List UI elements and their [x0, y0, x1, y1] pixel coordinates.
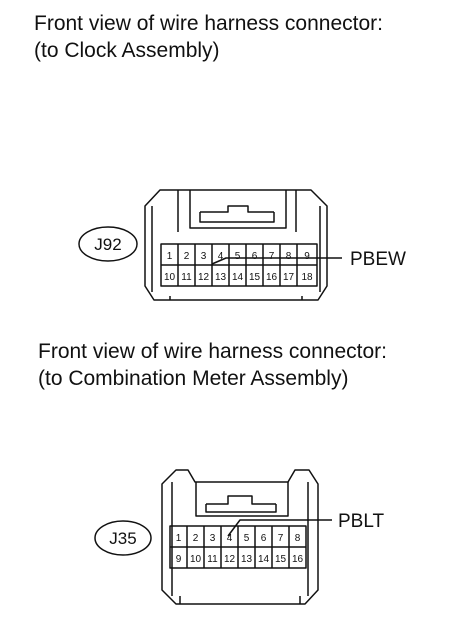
pin-label: 16 [266, 272, 278, 283]
pin-label: 4 [218, 251, 224, 262]
pin-label: 14 [258, 554, 270, 565]
pin-label: 6 [261, 533, 267, 544]
heading-line-1: Front view of wire harness connector: [38, 340, 387, 363]
pin-label: 13 [241, 554, 253, 565]
signal-label-pblt: PBLT [338, 511, 385, 532]
pin-label: 5 [235, 251, 241, 262]
pin-label: 14 [232, 272, 244, 283]
pin-label: 8 [286, 251, 292, 262]
pin-label: 7 [269, 251, 275, 262]
connector-id-j92: J92 [94, 235, 121, 254]
pin-label: 9 [176, 554, 182, 565]
signal-label-pbew: PBEW [350, 249, 406, 270]
pin-label: 8 [295, 533, 301, 544]
pin-label: 16 [292, 554, 304, 565]
pin-label: 3 [201, 251, 207, 262]
connector-j92-housing [144, 189, 328, 301]
pin-label: 2 [193, 533, 199, 544]
connector-heading-clock: Front view of wire harness connector: (t… [34, 10, 383, 64]
pbew-leader-line [211, 257, 342, 265]
pin-label: 6 [252, 251, 258, 262]
pin-label: 10 [190, 554, 202, 565]
heading-line-2: (to Combination Meter Assembly) [38, 367, 349, 390]
pin-label: 12 [198, 272, 210, 283]
connector-j35-housing [161, 469, 319, 605]
pin-label: 18 [301, 272, 313, 283]
pin-label: 15 [249, 272, 261, 283]
pin-label: 10 [164, 272, 176, 283]
pin-label: 9 [304, 251, 310, 262]
pin-label: 5 [244, 533, 250, 544]
pin-label: 4 [227, 533, 233, 544]
connector-j92-pin-labels: 1 2 3 4 5 6 7 8 9 10 11 12 13 14 15 16 1… [164, 251, 313, 283]
pin-label: 1 [167, 251, 173, 262]
pin-label: 11 [181, 272, 192, 283]
pin-label: 13 [215, 272, 227, 283]
pblt-leader-line [227, 519, 332, 537]
pin-label: 2 [184, 251, 190, 262]
pin-label: 7 [278, 533, 284, 544]
pin-label: 1 [176, 533, 182, 544]
pin-label: 17 [283, 272, 295, 283]
pin-label: 12 [224, 554, 236, 565]
pin-label: 3 [210, 533, 216, 544]
pin-label: 15 [275, 554, 287, 565]
connector-j35-pin-labels: 1 2 3 4 5 6 7 8 9 10 11 12 13 14 15 16 [176, 533, 304, 565]
connector-j35-oval [94, 520, 152, 556]
heading-line-2: (to Clock Assembly) [34, 39, 220, 62]
heading-line-1: Front view of wire harness connector: [34, 12, 383, 35]
connector-heading-meter: Front view of wire harness connector: (t… [38, 338, 387, 392]
connector-j92-oval [78, 226, 138, 262]
pin-label: 11 [207, 554, 218, 565]
connector-id-j35: J35 [109, 529, 136, 548]
